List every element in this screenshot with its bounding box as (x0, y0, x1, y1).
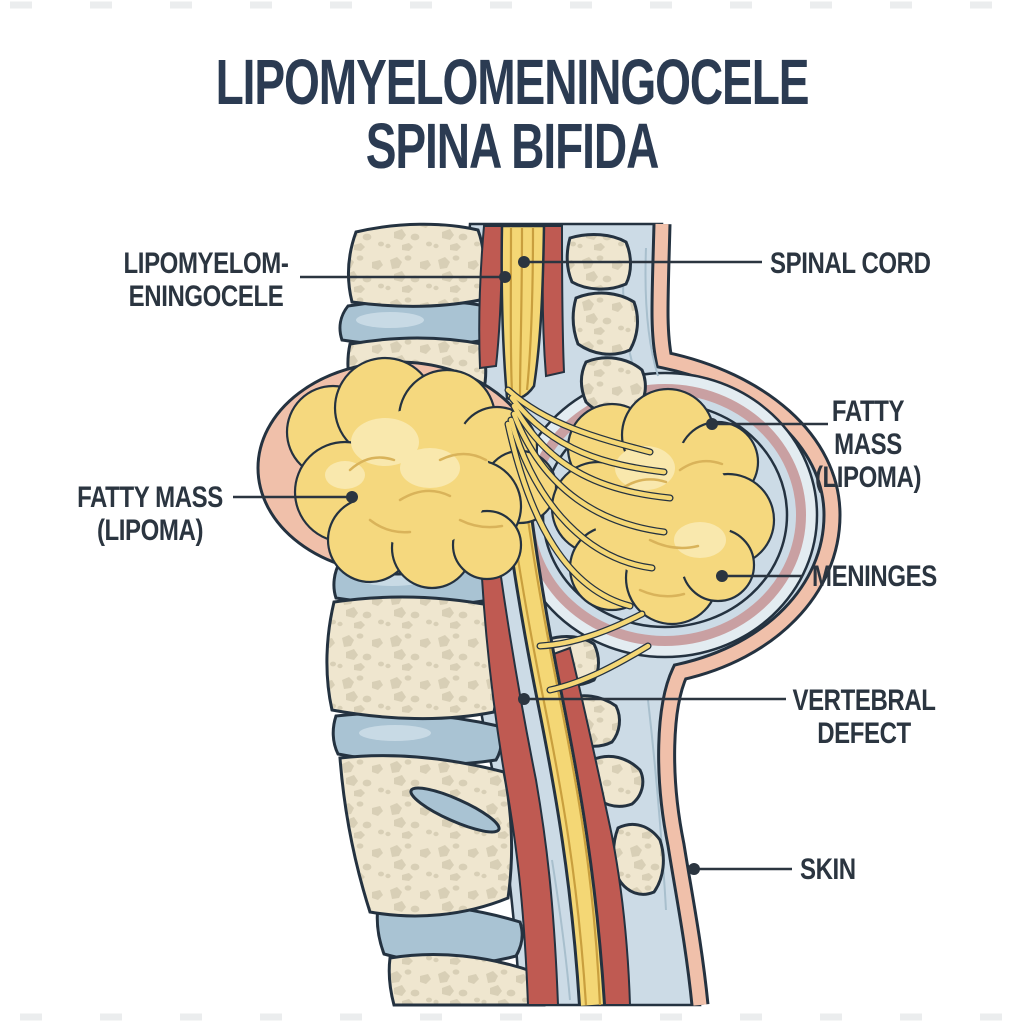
leader-dot (706, 418, 718, 430)
label-vertebral-defect: VERTEBRAL DEFECT (792, 684, 936, 750)
diagram-title-line2: SPINA BIFIDA (365, 110, 660, 182)
leader-lines (233, 256, 828, 875)
leader-dot (688, 863, 700, 875)
label-spinal-cord: SPINAL CORD (770, 247, 931, 280)
vertebra-slit (409, 786, 501, 834)
leader-dot (518, 256, 530, 268)
vertebra (347, 222, 486, 308)
fatty-mass-left (256, 356, 558, 590)
label-fatty-mass-left: FATTY MASS (LIPOMA) (77, 481, 223, 547)
label-fatty-mass-right: FATTY MASS (LIPOMA) (814, 395, 922, 494)
vertebra (325, 595, 501, 721)
leader-dot (518, 693, 530, 705)
label-meninges: MENINGES (812, 560, 937, 593)
vertebra (338, 754, 513, 918)
vertebral-defect-tissue (480, 568, 560, 1006)
diagram-title: LIPOMYELOMENINGOCELE SPINA BIFIDA (143, 50, 880, 178)
leader-dot (499, 271, 511, 283)
spinal-cord (500, 224, 546, 401)
label-skin: SKIN (800, 853, 856, 886)
leader-dot (716, 570, 728, 582)
fatty-mass-right (550, 387, 776, 626)
diagram-title-line1: LIPOMYELOMENINGOCELE (215, 46, 810, 118)
leader-dot (346, 491, 358, 503)
nerve-fiber-fan (504, 386, 674, 694)
edge-artifacts (10, 1, 1014, 1021)
label-lipomyelomeningocele: LIPOMYELOM- ENINGOCELE (123, 247, 289, 313)
skin-band (650, 223, 842, 1006)
